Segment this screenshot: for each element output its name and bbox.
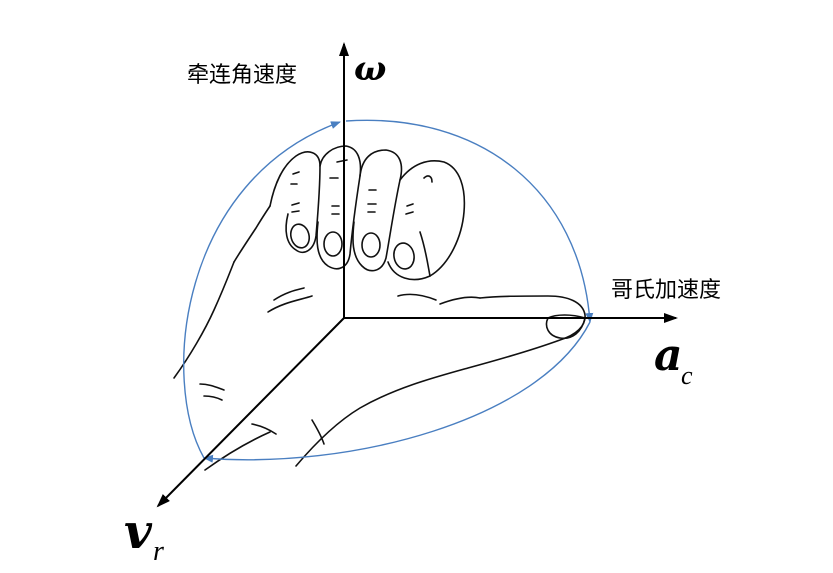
middle-finger-outline	[352, 149, 403, 272]
thumb-outline	[295, 295, 586, 467]
palm-crease-3	[199, 383, 225, 391]
palm-crease-5	[311, 419, 325, 445]
thumb-base-line	[397, 293, 437, 301]
palm-crease-1	[267, 295, 313, 313]
palm-crease-4	[203, 395, 223, 401]
right-hand-illustration	[173, 145, 586, 471]
thumbnail	[545, 314, 586, 340]
little-finger-knuckle-marks	[290, 171, 300, 213]
vr-symbol: v	[124, 504, 153, 560]
vr-subscript: r	[153, 536, 164, 567]
ac-subscript: c	[681, 361, 693, 390]
arc-vr-to-omega	[183, 121, 341, 459]
ac-symbol: a	[654, 330, 683, 381]
vr-axis	[156, 317, 345, 508]
index-finger-outline	[387, 160, 466, 281]
middle-fingernail	[361, 232, 381, 258]
middle-finger-knuckle-marks	[336, 159, 377, 213]
index-finger-knuckle-marks	[405, 175, 433, 215]
coordinate-axes	[156, 42, 678, 508]
palm-outline	[173, 261, 235, 379]
omega-symbol: ω	[354, 49, 386, 89]
index-finger-crease	[419, 231, 431, 277]
arc-ac-to-vr	[203, 321, 591, 463]
little-fingernail	[289, 223, 311, 249]
omega-axis-label: 牵连角速度	[187, 63, 297, 88]
ring-fingernail	[323, 231, 343, 257]
palm-crease-6	[251, 423, 277, 435]
arc-omega-to-ac	[345, 119, 594, 323]
index-fingernail	[393, 242, 415, 270]
palm-crease-2	[273, 287, 305, 301]
wrist-line	[204, 431, 271, 471]
thumb-base-line-2	[439, 296, 481, 305]
little-finger-outline	[269, 151, 321, 254]
rotation-arcs	[183, 119, 594, 463]
ac-axis-label: 哥氏加速度	[611, 278, 721, 303]
ring-finger-knuckle-marks	[329, 177, 340, 215]
hand-back-outline	[233, 205, 271, 263]
